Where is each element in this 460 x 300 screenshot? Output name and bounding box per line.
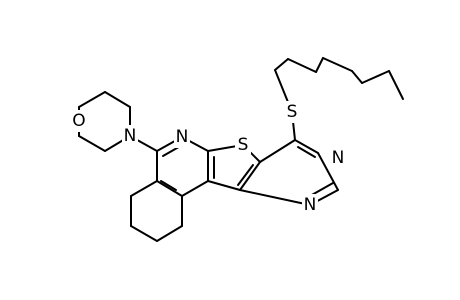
bond xyxy=(181,180,209,197)
bond xyxy=(237,164,254,186)
atom-n-pyrimidine-bottom: N xyxy=(302,194,318,216)
atom-s-thiophene: S xyxy=(235,134,251,156)
atom-label: O xyxy=(72,111,85,131)
atom-label: N xyxy=(304,195,317,215)
atom-label: S xyxy=(287,102,298,122)
bond xyxy=(388,70,404,100)
atom-label: S xyxy=(238,135,249,155)
bond xyxy=(309,182,334,197)
bond xyxy=(315,57,324,73)
atom-n-pyrimidine-top: N xyxy=(330,147,346,169)
bond xyxy=(297,146,316,158)
bond xyxy=(156,225,183,242)
bond xyxy=(130,180,158,197)
bond xyxy=(351,70,363,84)
bond xyxy=(317,152,339,191)
bond xyxy=(239,189,311,206)
bond xyxy=(294,139,319,154)
bond xyxy=(322,57,353,72)
atom-s-thioether: S xyxy=(284,101,300,123)
bond xyxy=(274,58,289,71)
bond xyxy=(160,180,177,191)
bond xyxy=(104,91,131,108)
bond xyxy=(239,161,261,191)
atom-label: N xyxy=(124,126,137,146)
atom-n-morpholine: N xyxy=(122,125,138,147)
bond xyxy=(361,70,390,84)
bond xyxy=(130,225,158,242)
atom-o-morpholine: O xyxy=(71,110,87,132)
bond xyxy=(156,180,183,197)
atom-label: N xyxy=(332,148,345,168)
bond xyxy=(78,135,106,152)
bond xyxy=(259,139,296,163)
bond xyxy=(287,58,317,73)
bond xyxy=(78,91,106,108)
bond xyxy=(207,180,241,191)
atom-n-pyridine: N xyxy=(174,126,190,148)
atom-label: N xyxy=(176,127,189,147)
atom-labels: O N N S S N N xyxy=(71,101,346,216)
